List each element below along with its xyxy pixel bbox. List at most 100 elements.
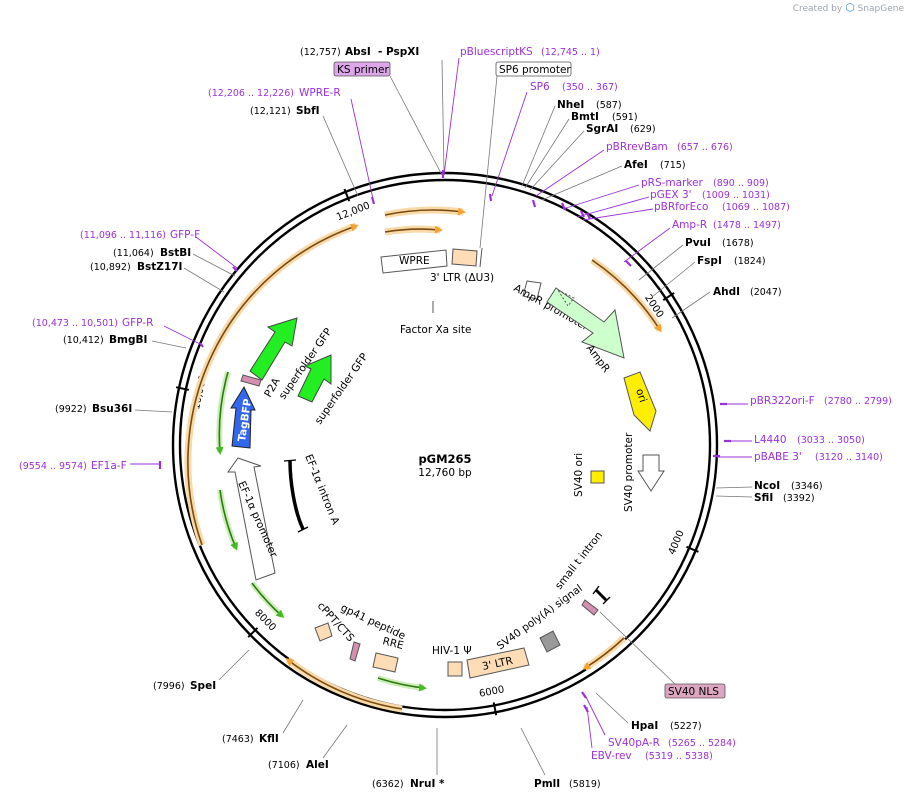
label-kfli[interactable]: KflI <box>259 733 279 745</box>
label-fspi[interactable]: FspI <box>697 255 722 267</box>
label-pspxi[interactable]: - PspXI <box>378 46 419 58</box>
feature-factor-xa-label: Factor Xa site <box>400 324 471 336</box>
label-pbr322ori-f[interactable]: pBR322ori-F <box>750 395 815 407</box>
feature-rre-label: RRE <box>381 635 405 652</box>
label-absi-pos: (12,757) <box>300 47 341 58</box>
label-amp-r[interactable]: Amp-R <box>672 219 707 231</box>
label-sv40pa-r-pos: (5265 .. 5284) <box>668 738 736 749</box>
label-ks-primer[interactable]: KS primer <box>337 64 389 76</box>
feature-sv40-ori[interactable] <box>590 470 605 484</box>
label-hpai-pos: (5227) <box>670 721 702 732</box>
label-ebv-rev[interactable]: EBV-rev <box>591 750 632 762</box>
label-nhei[interactable]: NheI <box>557 99 584 111</box>
label-pbabe3[interactable]: pBABE 3' <box>754 451 802 463</box>
label-bsu36i[interactable]: Bsu36I <box>92 403 132 415</box>
label-sbfi[interactable]: SbfI <box>296 105 320 117</box>
label-gfp-r[interactable]: GFP-R <box>122 317 153 329</box>
feature-superfolder-gfp-1[interactable] <box>249 317 298 381</box>
label-ncoi-pos: (3346) <box>791 481 823 492</box>
label-afei-pos: (715) <box>660 160 686 171</box>
label-sp6-promoter[interactable]: SP6 promoter <box>499 64 571 76</box>
feature-sv40-promoter[interactable] <box>637 454 665 492</box>
label-prs-marker-pos: (890 .. 909) <box>713 178 769 189</box>
primer-marks <box>158 170 731 713</box>
feature-wpre[interactable] <box>380 249 448 274</box>
feature-3ltr-du3[interactable] <box>451 248 478 267</box>
label-afei[interactable]: AfeI <box>624 159 648 171</box>
label-sv40pa-r[interactable]: SV40pA-R <box>608 737 660 749</box>
label-pvui[interactable]: PvuI <box>685 237 711 249</box>
label-wpre-r-pos: (12,206 .. 12,226) <box>208 88 294 99</box>
tick-mark <box>343 188 351 202</box>
snapgene-logo-icon: ⬡ <box>845 1 855 14</box>
feature-sv40-polya[interactable] <box>539 630 561 653</box>
tick-mark <box>686 545 699 553</box>
label-alei[interactable]: AleI <box>306 759 329 771</box>
feature-hiv1-psi[interactable] <box>447 661 463 677</box>
feature-cppt-cts[interactable] <box>314 622 333 642</box>
label-pgex3-pos: (1009 .. 1031) <box>702 190 770 201</box>
snapgene-app-name: SnapGene <box>857 4 904 14</box>
green-orf-arcs <box>215 371 427 692</box>
label-bmti[interactable]: BmtI <box>571 111 599 123</box>
feature-ampr[interactable] <box>546 287 625 359</box>
label-pgex3[interactable]: pGEX 3' <box>650 189 692 201</box>
feature-hiv1-psi-label: HIV-1 Ψ <box>432 645 472 657</box>
label-sv40-nls[interactable]: SV40 NLS <box>668 686 719 698</box>
label-bstbi-pos: (11,064) <box>113 248 154 259</box>
tick-mark <box>662 292 675 301</box>
feature-tagbfp[interactable] <box>230 385 256 449</box>
label-ef1a-f-pos: (9554 .. 9574) <box>19 461 87 472</box>
label-sp6-pos: (350 .. 367) <box>562 82 618 93</box>
label-nrui[interactable]: NruI * <box>410 778 445 790</box>
label-spei-pos: (7996) <box>153 681 185 692</box>
label-l4440-pos: (3033 .. 3050) <box>797 435 865 446</box>
label-ef1a-f[interactable]: EF1a-F <box>91 460 127 472</box>
feature-3ltr[interactable] <box>466 647 530 679</box>
feature-rre[interactable] <box>372 652 399 673</box>
label-gfp-r-pos: (10,473 .. 10,501) <box>32 318 118 329</box>
label-ncoi[interactable]: NcoI <box>754 480 780 492</box>
feature-ef1a-intron-a[interactable] <box>288 460 305 530</box>
feature-ef1a-promoter[interactable] <box>227 457 276 581</box>
label-pbrforeco-pos: (1069 .. 1087) <box>722 202 790 213</box>
label-kfli-pos: (7463) <box>222 734 254 745</box>
label-pbrrevbam[interactable]: pBRrevBam <box>606 141 668 153</box>
label-bmgbi[interactable]: BmgBI <box>109 334 147 346</box>
feature-ampr-promoter[interactable] <box>522 280 542 300</box>
label-bstz17i[interactable]: BstZ17I <box>137 261 182 273</box>
label-gfp-f[interactable]: GFP-F <box>170 229 200 241</box>
label-sp6[interactable]: SP6 <box>530 81 550 93</box>
feature-gp41-peptide[interactable] <box>349 641 361 662</box>
label-sbfi-pos: (12,121) <box>250 106 291 117</box>
feature-p2a[interactable] <box>240 374 262 387</box>
feature-superfolder-gfp-2[interactable] <box>297 354 332 403</box>
tick-label: 4000 <box>667 529 687 557</box>
label-bmti-pos: (591) <box>612 112 638 123</box>
label-ahdi-pos: (2047) <box>750 287 782 298</box>
label-pbrforeco[interactable]: pBRforEco <box>654 201 708 213</box>
label-sfii-pos: (3392) <box>783 493 815 504</box>
label-prs-marker[interactable]: pRS-marker <box>641 177 704 189</box>
tick-mark <box>247 627 259 638</box>
tick-label: 12,000 <box>335 200 372 223</box>
label-wpre-r[interactable]: WPRE-R <box>299 87 341 99</box>
label-alei-pos: (7106) <box>268 760 300 771</box>
feature-ef1a-intron-a-label: EF-1α intron A <box>302 453 341 528</box>
label-bstbi[interactable]: BstBI <box>160 247 191 259</box>
orf-arcs <box>184 206 663 713</box>
label-sfii[interactable]: SfiI <box>754 492 773 504</box>
label-pmli[interactable]: PmlI <box>534 778 560 790</box>
outer-labels: (12,757) AbsI - PspXI pBluescriptKS (12,… <box>19 46 892 790</box>
feature-ori[interactable] <box>623 371 657 432</box>
feature-small-t-intron[interactable] <box>594 588 608 602</box>
label-pbluescriptks[interactable]: pBluescriptKS <box>460 46 533 58</box>
label-l4440[interactable]: L4440 <box>754 434 787 446</box>
label-ahdi[interactable]: AhdI <box>713 286 740 298</box>
tick-label: 6000 <box>478 684 505 700</box>
label-hpai[interactable]: HpaI <box>631 720 658 732</box>
feature-ori-label: ori <box>633 387 649 404</box>
label-spei[interactable]: SpeI <box>190 680 216 692</box>
label-sgrai[interactable]: SgrAI <box>586 123 618 135</box>
label-absi[interactable]: AbsI <box>345 46 371 58</box>
